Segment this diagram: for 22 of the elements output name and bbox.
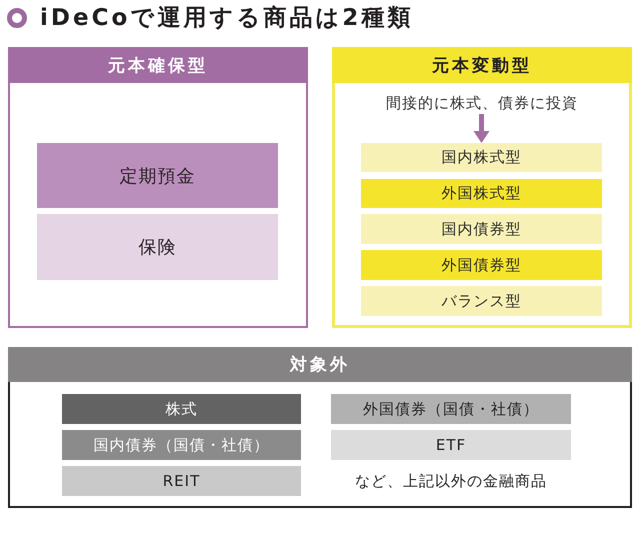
product-box: バランス型: [361, 286, 602, 316]
product-box: REIT: [62, 466, 301, 496]
category-panel: [332, 47, 632, 328]
product-box: 外国債券（国債・社債）: [331, 394, 571, 424]
product-box: 保険: [37, 214, 278, 280]
panel-header: 元本確保型: [8, 47, 308, 83]
product-box: 外国債券型: [361, 250, 602, 280]
product-box: 国内株式型: [361, 143, 602, 172]
note-text: など、上記以外の金融商品: [354, 470, 548, 492]
category-panel: [8, 347, 632, 508]
product-box: 定期預金: [37, 143, 278, 208]
panel-header: 元本変動型: [332, 47, 632, 83]
product-box: 国内債券型: [361, 214, 602, 244]
arrow: [474, 114, 490, 143]
panel-header: 対象外: [8, 347, 632, 382]
product-box: 国内債券（国債・社債）: [62, 430, 301, 460]
page-title: iDeCoで運用する商品は2種類: [40, 4, 414, 33]
product-box: 株式: [62, 394, 301, 424]
category-panel: [8, 47, 308, 328]
product-box: ETF: [331, 430, 571, 460]
description-text: 間接的に株式、債券に投資: [352, 92, 612, 114]
product-box: 外国株式型: [361, 179, 602, 208]
